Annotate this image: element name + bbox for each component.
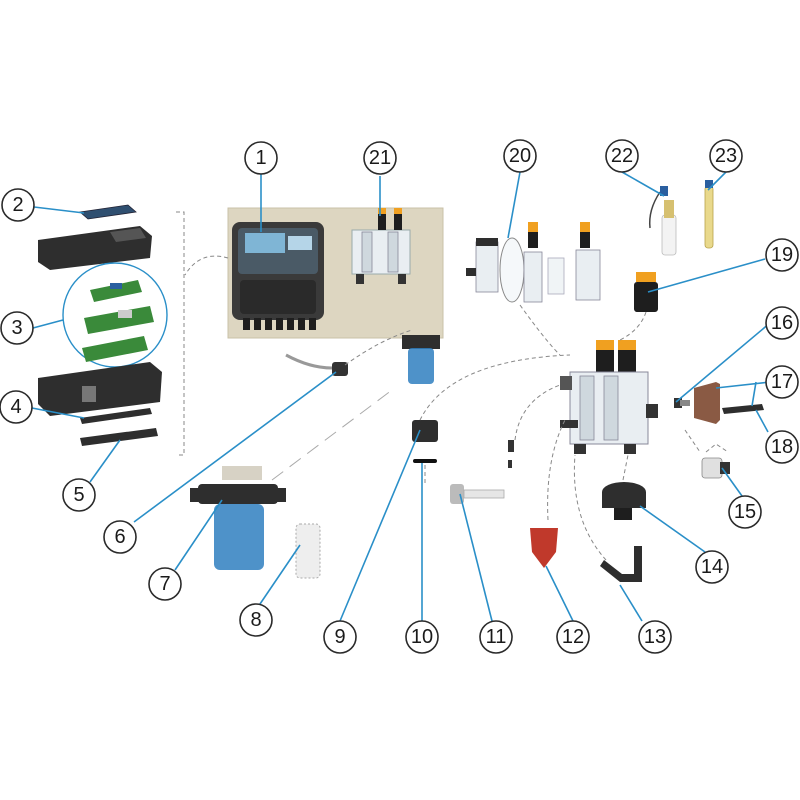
callout-label: 14 [701,556,723,578]
callout-label: 13 [644,626,666,648]
ph-probe [648,186,677,256]
callout-label: 9 [334,626,345,648]
red-fitting [530,528,558,568]
callout-11: 11 [479,620,513,654]
callout-16: 16 [765,306,799,340]
filter-housing [190,466,286,570]
callout-label: 19 [771,244,793,266]
callout-label: 2 [12,194,23,216]
probe-holder [412,420,438,442]
callout-18: 18 [765,430,799,464]
callout-1: 1 [244,141,278,175]
back-plate [80,428,158,446]
callout-2: 2 [1,188,35,222]
callout-label: 21 [369,147,391,169]
spring-clip [722,404,764,414]
callout-label: 11 [486,626,507,648]
callout-label: 12 [562,626,584,648]
callout-17: 17 [765,365,799,399]
stack-bracket [176,211,185,456]
callout-label: 6 [114,526,125,548]
pcb-boards-group [62,262,168,368]
connection-lines [184,255,701,561]
callout-label: 15 [734,501,756,523]
callout-label: 23 [715,145,737,167]
gasket-plate [80,408,152,424]
callout-label: 16 [771,312,793,334]
filter-cartridge [295,523,321,579]
callout-8: 8 [239,603,273,637]
callout-4: 4 [0,390,33,424]
callout-23: 23 [709,139,743,173]
callout-label: 22 [611,145,633,167]
flow-cell-assembly-board [351,208,411,284]
callout-label: 1 [255,147,266,169]
callout-13: 13 [638,620,672,654]
callout-7: 7 [148,567,182,601]
callout-label: 20 [509,145,531,167]
wall-bracket [600,546,642,582]
callout-label: 17 [771,371,793,393]
callout-label: 8 [250,609,261,631]
flow-cell-main [560,340,658,454]
callout-label: 4 [10,396,21,418]
callout-10: 10 [405,620,439,654]
callout-12: 12 [556,620,590,654]
cable-gland [285,353,348,376]
callout-19: 19 [765,238,799,272]
orp-probe [704,180,714,249]
callout-14: 14 [695,550,729,584]
callout-label: 3 [11,317,22,339]
callout-6: 6 [103,520,137,554]
front-cover [38,226,152,270]
injector-valve [602,482,646,520]
leader-lines [31,171,771,622]
callout-9: 9 [323,620,357,654]
controller-unit [232,222,324,330]
callout-22: 22 [605,139,639,173]
filter-small [402,335,440,384]
callout-3: 3 [0,311,34,345]
o-ring [413,459,437,463]
callout-label: 7 [159,573,170,595]
callout-label: 18 [771,436,793,458]
sensor-nut [674,398,690,408]
flow-cell-exploded [466,222,601,303]
callout-21: 21 [363,141,397,175]
rear-housing [38,362,162,416]
sensor-probe [634,272,658,312]
callout-15: 15 [728,495,762,529]
callout-5: 5 [62,478,96,512]
display-overlay [79,204,137,220]
callout-label: 10 [411,626,433,648]
flow-sensor-cup [694,382,720,424]
callout-label: 5 [73,484,84,506]
callout-20: 20 [503,139,537,173]
